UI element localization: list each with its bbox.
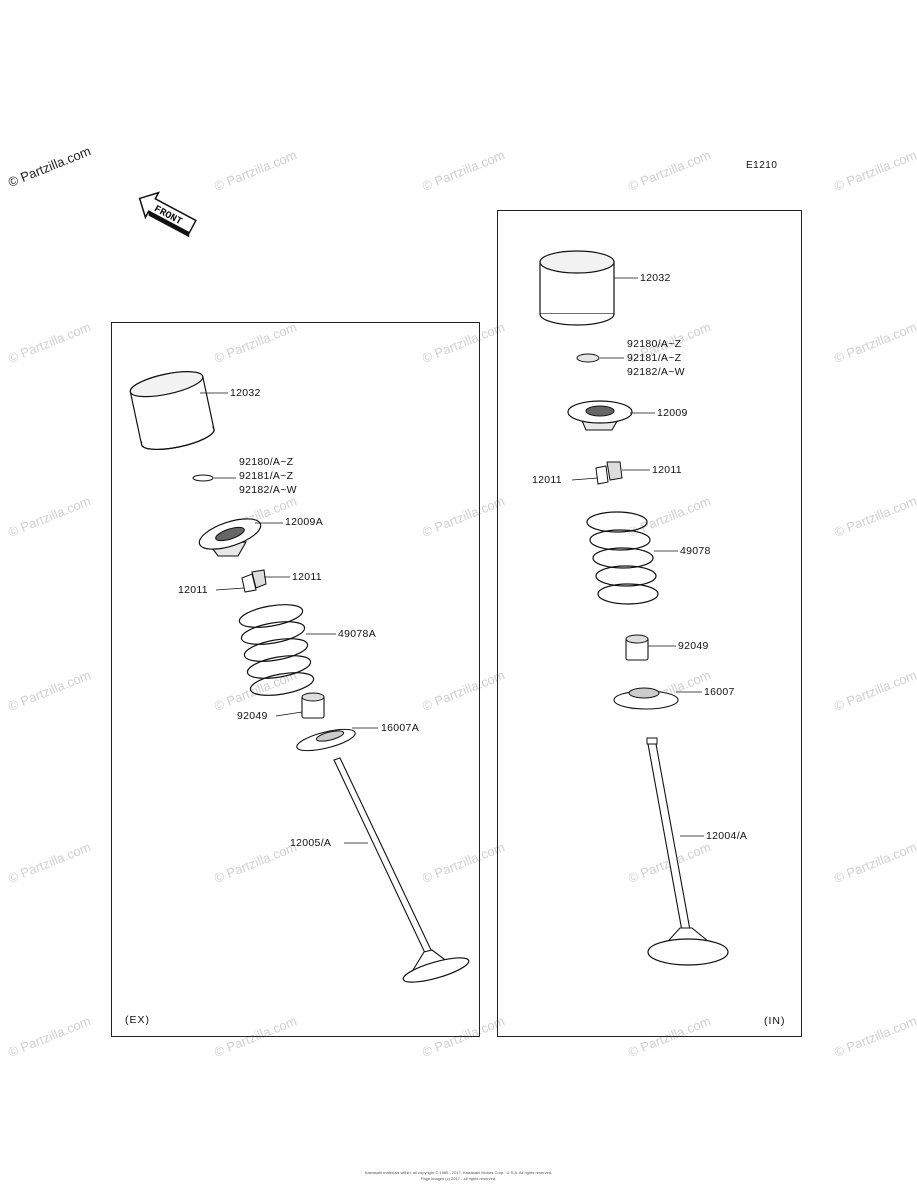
in-shim-label-2: 92181/A~Z (627, 352, 682, 364)
in-spring (586, 511, 659, 605)
footer-line-1: Kawasaki materials within, all copyright… (364, 1170, 553, 1175)
ex-tappet (129, 371, 215, 451)
intake-panel (497, 210, 802, 1037)
in-retainer (567, 400, 633, 431)
front-arrow-icon: FRONT (138, 191, 197, 238)
in-valve (646, 737, 729, 966)
ex-shim-label-3: 92182/A~W (239, 484, 297, 496)
in-cotter-left-label: 12011 (532, 474, 562, 486)
ex-seal-label: 92049 (237, 710, 268, 722)
ex-tappet-label: 12032 (230, 387, 261, 399)
ex-valve-label: 12005/A (290, 837, 332, 849)
in-seal-label: 92049 (678, 640, 709, 652)
in-cotter-right-label: 12011 (652, 464, 682, 476)
in-retainer-label: 12009 (657, 407, 688, 419)
diagram-code: E1210 (746, 160, 778, 171)
ex-spring-label: 49078A (338, 628, 377, 640)
intake-tag: (IN) (764, 1015, 786, 1027)
in-valve-label: 12004/A (706, 830, 748, 842)
ex-spring (238, 604, 315, 696)
in-tappet-label: 12032 (640, 272, 671, 284)
in-shim-label-1: 92180/A~Z (627, 338, 682, 350)
in-shim-label-3: 92182/A~W (627, 366, 685, 378)
exhaust-tag: (EX) (125, 1014, 150, 1026)
ex-cotter-left-label: 12011 (178, 584, 208, 596)
ex-shim-label-1: 92180/A~Z (239, 456, 294, 468)
footer-line-2: Page images (c) 2017 - all rights reserv… (420, 1176, 497, 1181)
in-spring-label: 49078 (680, 545, 711, 557)
ex-retainer-label: 12009A (285, 516, 324, 528)
in-tappet (539, 250, 615, 326)
ex-shim-label-2: 92181/A~Z (239, 470, 294, 482)
ex-valve (333, 757, 470, 983)
in-seat-label: 16007 (704, 686, 735, 698)
ex-retainer (198, 518, 262, 557)
ex-seat-label: 16007A (381, 722, 420, 734)
ex-cotter-right-label: 12011 (292, 571, 322, 583)
exhaust-panel (111, 322, 480, 1037)
